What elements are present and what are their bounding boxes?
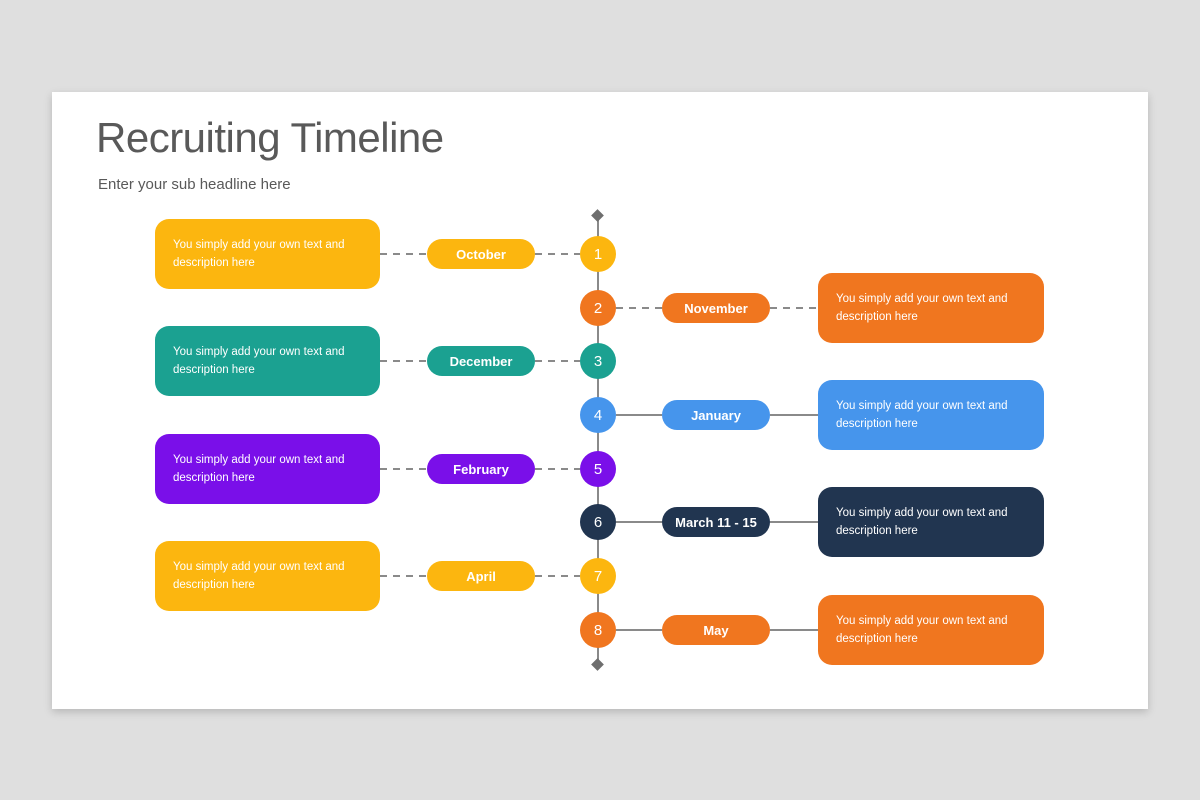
timeline-node-3: 3 [580,343,616,379]
description-box-may: You simply add your own text and descrip… [818,595,1044,665]
description-line1: You simply add your own text and [173,239,345,251]
description-line1: You simply add your own text and [836,293,1008,305]
connector-pill-to-box [770,521,818,523]
description-line2: description here [173,364,255,376]
description-line1: You simply add your own text and [836,400,1008,412]
presentation-slide: Recruiting Timeline Enter your sub headl… [52,92,1148,709]
description-line1: You simply add your own text and [836,615,1008,627]
timeline-node-7: 7 [580,558,616,594]
description-box-october: You simply add your own text and descrip… [155,219,380,289]
connector-box-to-pill [380,575,427,577]
month-pill-april: April [427,561,535,591]
timeline-node-1: 1 [580,236,616,272]
slide-subtitle: Enter your sub headline here [98,176,291,193]
description-line1: You simply add your own text and [836,507,1008,519]
month-pill-may: May [662,615,770,645]
description-box-january: You simply add your own text and descrip… [818,380,1044,450]
month-pill-january: January [662,400,770,430]
description-box-february: You simply add your own text and descrip… [155,434,380,504]
description-box-april: You simply add your own text and descrip… [155,541,380,611]
timeline-start-diamond-icon [591,209,604,222]
connector-box-to-pill [380,360,427,362]
timeline-end-diamond-icon [591,658,604,671]
connector-node-to-pill [616,307,662,309]
description-line1: You simply add your own text and [173,561,345,573]
month-pill-march: March 11 - 15 [662,507,770,537]
slide-title: Recruiting Timeline [96,114,444,161]
timeline-node-4: 4 [580,397,616,433]
description-line2: description here [836,311,918,323]
connector-pill-to-box [770,629,818,631]
description-line1: You simply add your own text and [173,346,345,358]
description-box-march: You simply add your own text and descrip… [818,487,1044,557]
connector-node-to-pill [616,629,662,631]
month-pill-october: October [427,239,535,269]
timeline-node-6: 6 [580,504,616,540]
month-pill-december: December [427,346,535,376]
connector-node-to-pill [616,521,662,523]
connector-box-to-pill [380,468,427,470]
connector-node-to-pill [616,414,662,416]
connector-pill-to-box [770,414,818,416]
description-line2: description here [173,257,255,269]
description-line2: description here [173,472,255,484]
timeline-node-8: 8 [580,612,616,648]
description-line2: description here [836,418,918,430]
timeline-axis [597,216,599,666]
description-line2: description here [836,633,918,645]
connector-box-to-pill [380,253,427,255]
month-pill-november: November [662,293,770,323]
connector-pill-to-node [535,468,580,470]
connector-pill-to-node [535,575,580,577]
connector-pill-to-box [770,307,818,309]
timeline-node-2: 2 [580,290,616,326]
timeline-node-5: 5 [580,451,616,487]
connector-pill-to-node [535,360,580,362]
description-box-november: You simply add your own text and descrip… [818,273,1044,343]
month-pill-february: February [427,454,535,484]
description-line2: description here [836,525,918,537]
description-box-december: You simply add your own text and descrip… [155,326,380,396]
connector-pill-to-node [535,253,580,255]
description-line2: description here [173,579,255,591]
description-line1: You simply add your own text and [173,454,345,466]
